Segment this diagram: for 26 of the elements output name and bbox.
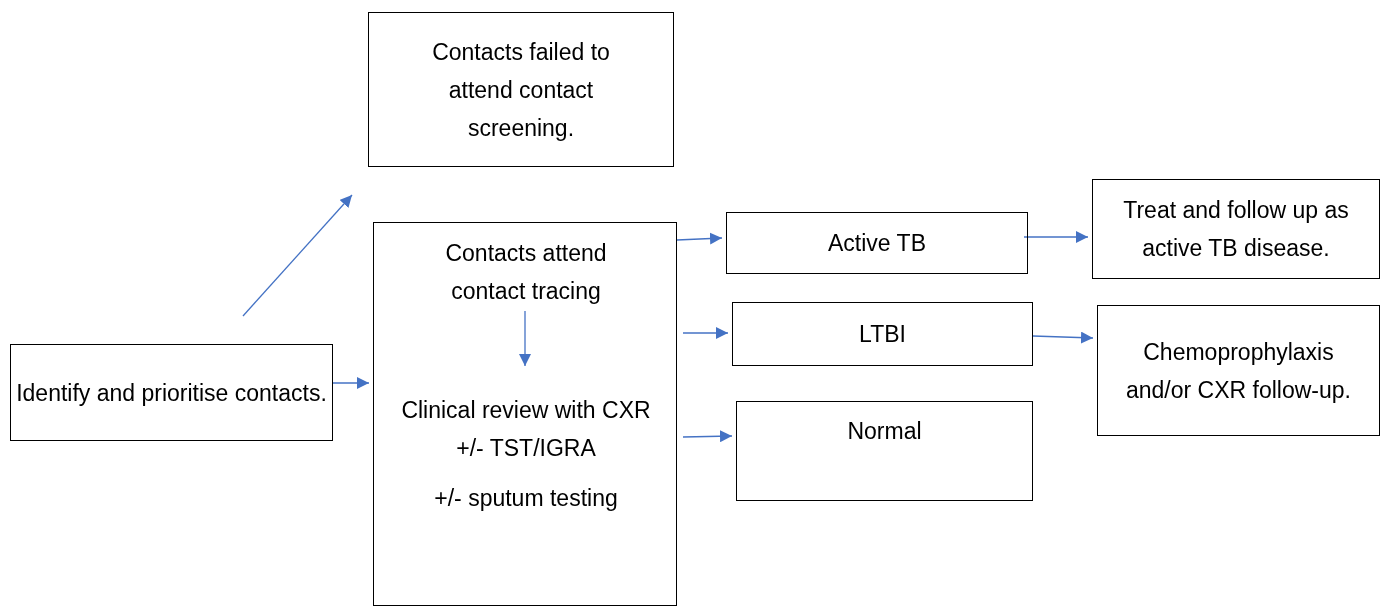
process-box <box>373 222 677 606</box>
arrow <box>519 310 531 367</box>
box-text: Contacts failed to attend contact screening. <box>431 37 611 143</box>
process-box <box>732 302 1033 366</box>
arrow <box>682 430 733 443</box>
arrow <box>1032 331 1094 344</box>
box-text: Normal <box>847 417 922 446</box>
arrow <box>242 194 353 317</box>
process-box <box>736 401 1033 501</box>
arrow <box>1023 231 1089 243</box>
process-box <box>10 344 333 441</box>
step-text: Contacts attend contact tracing <box>444 239 608 306</box>
box-text: Identify and prioritise contacts. <box>16 378 327 408</box>
box-text: LTBI <box>859 320 906 349</box>
box-text: Treat and follow up as active TB disease. <box>1122 196 1350 263</box>
arrow <box>332 377 370 389</box>
process-box <box>1092 179 1380 279</box>
process-box <box>368 12 674 167</box>
arrow <box>682 327 729 339</box>
step-text: Clinical review with CXR +/- TST/IGRA <box>400 396 652 463</box>
arrow <box>676 232 723 245</box>
process-box <box>726 212 1028 274</box>
box-text: Active TB <box>828 229 926 258</box>
process-box <box>1097 305 1380 436</box>
box-text: Chemoprophylaxis and/or CXR follow-up. <box>1125 337 1352 405</box>
step-text: +/- sputum testing <box>434 484 618 513</box>
